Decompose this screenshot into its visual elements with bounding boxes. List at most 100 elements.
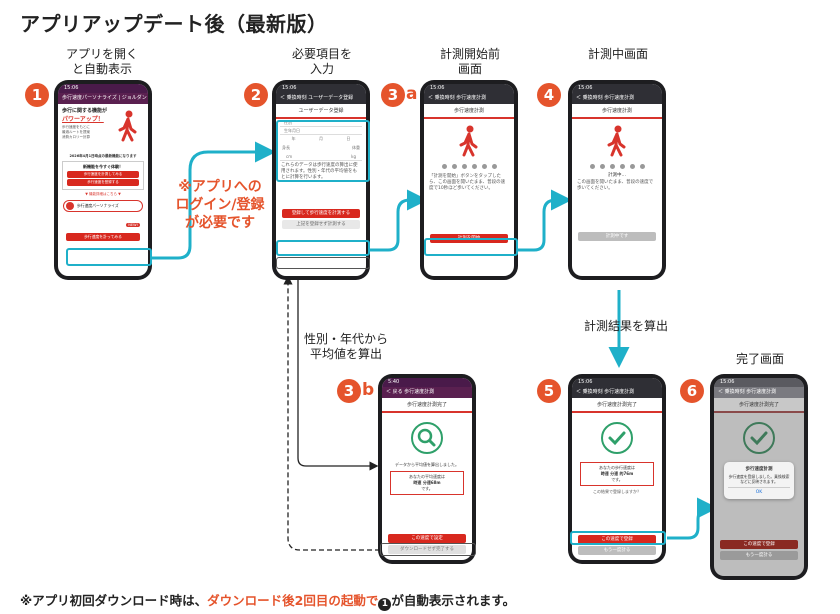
phone2-units[interactable]: cm kg [280,153,362,161]
phone2-unit-kg: kg [351,154,356,159]
phone1-promo: 歩行に関する機能が パワーアップ！ 歩行速度をもとに 最適ルートを提案 消費カロ… [58,104,148,154]
phone2-button-highlight [276,240,370,256]
phone1-register-button[interactable]: 歩行速度を登録する [67,179,139,186]
phone2-birth-row[interactable]: 年 月 日 [276,135,366,143]
phone6-icon-wrap [714,421,804,459]
arrow-2-to-3a [370,189,428,252]
phone4-progress-dots [572,164,662,169]
phone6-red-rule [714,411,804,413]
phone3b-red-rule [382,411,472,413]
phone2-unit-cm: cm [286,154,293,159]
phone1-bullet2: 最適ルートを提案 [62,130,90,134]
phone2-status-bar: 15:06 [276,84,366,93]
step2-caption-line1: 必要項目を [291,47,352,61]
phone1-new-label: NEW! [126,223,140,227]
phone-3a: 15:06 ＜ 乗換時刻 歩行速度計測 歩行速度計測 「計測を開始」ボタンをタッ… [420,80,518,280]
phone2-year[interactable]: 年 [291,136,296,141]
phone2-skip-button[interactable]: 上記を登録せず計測する [282,220,360,229]
phone1-header: 歩行速度パーソナライズ | ジョルダン [58,93,148,104]
step-badge-4: 4 [537,83,561,107]
step-badge-2: 2 [244,83,268,107]
phone4-measuring-label: 計測中… [608,173,626,178]
step3a-caption-line2: 画面 [457,62,482,76]
phone1-start-label: 新機能を今すぐ体験！ [83,164,123,169]
phone3b-result-l1: あなたの平均速度は [409,474,445,479]
footer-part2: ダウンロード後2回目の起動で [207,593,379,608]
phone1-screen: 15:06 歩行速度パーソナライズ | ジョルダン 歩行に関する機能が パワーア… [58,84,148,276]
phone6-register-button[interactable]: この速度で登録 [720,540,798,549]
phone3b-result-box: あなたの平均速度は 時速 分速68m です。 [390,471,464,495]
walking-person-icon [459,125,478,157]
phone6-dialog-body: 歩行速度を登録しました。乗換検索などに反映されます。 [728,474,790,484]
phone5-retry-button[interactable]: もう一度計る [578,546,656,555]
phone6-screen: 15:06 ＜ 乗換時刻 歩行速度計測 歩行速度計測完了 歩行速度計測 歩行速度… [714,378,804,576]
phone2-month[interactable]: 月 [318,136,323,141]
phone3b-result-l2: 時速 分速68m [413,480,441,485]
phone5-result-box: あなたの歩行速度は 時速 分速 的76m です。 [580,462,654,486]
magnifier-icon [411,422,443,454]
phone1-bottom-button[interactable]: 歩行速度を計ってみる [66,233,140,241]
step-badge-1: 1 [25,83,49,107]
arrow-1-to-2 [152,141,276,260]
phone2-height-weight: 身長 体重 [276,143,366,153]
phone3b-set-button[interactable]: この速度で設定 [388,534,466,543]
phone2-section-title: ユーザーデータ登録 [298,108,344,114]
footer-circle-1: 1 [378,597,392,611]
phone3b-skip-button[interactable]: ダウンロードせず完了する [388,545,466,554]
phone6-buttons: この速度で登録 もう一度計る [714,538,804,562]
phone3b-skip-highlight [380,543,476,556]
walking-person-icon [607,125,626,157]
step-badge-3a-sub: a [406,84,418,104]
phone5-button-highlight [570,531,666,545]
phone2-register-button[interactable]: 登録して歩行速度を計測する [282,209,360,218]
phone2-form-highlight [276,120,370,182]
phone2-day[interactable]: 日 [346,136,351,141]
step-badge-5: 5 [537,379,561,403]
phone5-status-bar: 15:06 [572,378,662,387]
phone5-register-button[interactable]: この速度で登録 [578,535,656,544]
phone1-measure-button[interactable]: 歩行速度を計測してみる [67,171,139,178]
phone3b-icon-wrap [382,421,472,459]
phone3b-status-bar: 5:40 [382,378,472,387]
login-note-line2: ログイン/登録 [175,197,265,213]
step-badge-6: 6 [680,379,704,403]
phone5-note: この結果で登録しますか？ [593,489,641,494]
phone5-result-l3: です。 [611,477,623,482]
step1-caption: アプリを開く と自動表示 [52,47,152,77]
phone3-header: ＜ 乗換時刻 歩行速度計測 [424,93,514,104]
phone3-red-rule [424,117,514,119]
phone1-feature-pill[interactable]: 歩行速度パーソナライズ [63,200,143,212]
footer-part1: ※アプリ初回ダウンロード時は、 [20,593,208,608]
phone6-dialog-title: 歩行速度計測 [745,467,773,472]
phone5-result-l2: 時速 分速 的76m [600,471,634,476]
phone5-result-l1: あなたの歩行速度は [599,465,635,470]
average-note: 性別・年代から 平均値を算出 [296,332,396,362]
average-note-line1: 性別・年代から [303,332,388,346]
result-note: 計測結果を算出 [583,319,668,333]
step-badge-3a: 3 [381,83,405,107]
average-note-line2: 平均値を算出 [309,347,382,361]
login-required-note: ※アプリへの ログイン/登録 が必要です [160,178,280,232]
phone4-walker [572,125,662,161]
check-icon [743,422,775,454]
phone2-gender-field[interactable]: 性別 [280,119,362,127]
phone6-retry-button[interactable]: もう一度計る [720,551,798,560]
phone4-header: ＜ 乗換時刻 歩行速度計測 [572,93,662,104]
phone5-icon-wrap [572,421,662,459]
phone6-dialog-ok[interactable]: OK [728,487,790,495]
phone1-status-bar: 15:06 [58,84,148,93]
phone2-height-label: 身長 [282,145,290,150]
footer-part3: が自動表示されます。 [391,593,516,608]
phone1-illustration: NEW! [58,215,148,231]
phone5-section-title: 歩行速度計測完了 [596,402,637,408]
phone6-dialog: 歩行速度計測 歩行速度を登録しました。乗換検索などに反映されます。 OK [724,462,794,499]
step-badge-3b-sub: b [362,380,375,400]
phone-3b: 5:40 ＜ 戻る 歩行速度計測 歩行速度計測完了 データから平均値を算出しまし… [378,374,476,564]
page-title: アプリアップデート後（最新版） [20,12,328,36]
phone2-header: ＜ 乗換時刻 ユーザーデータ登録 [276,93,366,104]
phone4-red-rule [572,117,662,119]
phone6-status-bar: 15:06 [714,378,804,387]
step3a-caption: 計測開始前 画面 [420,47,520,77]
